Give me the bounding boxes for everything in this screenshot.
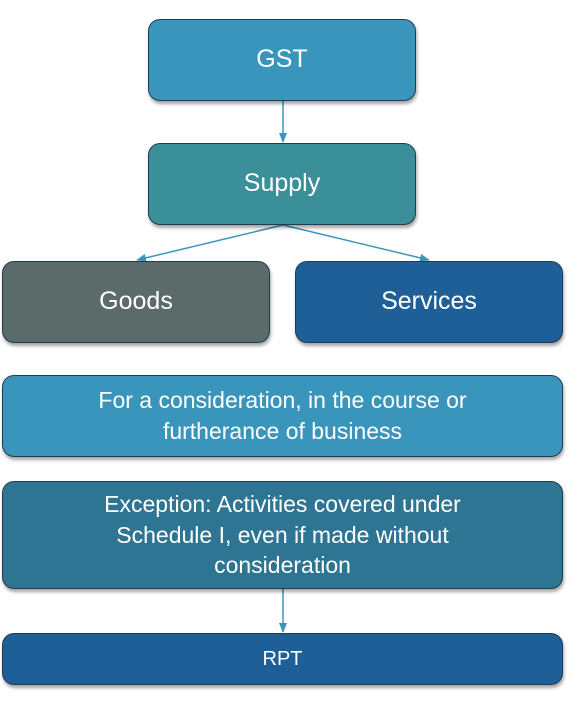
goods-box: Goods — [2, 261, 270, 343]
supply-label: Supply — [243, 169, 321, 198]
rpt-box: RPT — [2, 633, 563, 685]
services-box: Services — [295, 261, 563, 343]
exception-label: Exception: Activities covered under Sche… — [104, 491, 461, 579]
gst-box: GST — [148, 19, 416, 101]
supply-box: Supply — [148, 143, 416, 225]
consideration-box: For a consideration, in the course or fu… — [2, 375, 563, 457]
arrow-supply-to-services — [282, 224, 430, 262]
exception-box: Exception: Activities covered under Sche… — [2, 481, 563, 589]
services-label: Services — [381, 287, 477, 316]
goods-label: Goods — [99, 287, 173, 316]
arrow-supply-to-goods — [136, 224, 284, 262]
gst-label: GST — [256, 45, 308, 74]
rpt-label: RPT — [262, 647, 303, 670]
consideration-label: For a consideration, in the course or fu… — [98, 387, 467, 444]
